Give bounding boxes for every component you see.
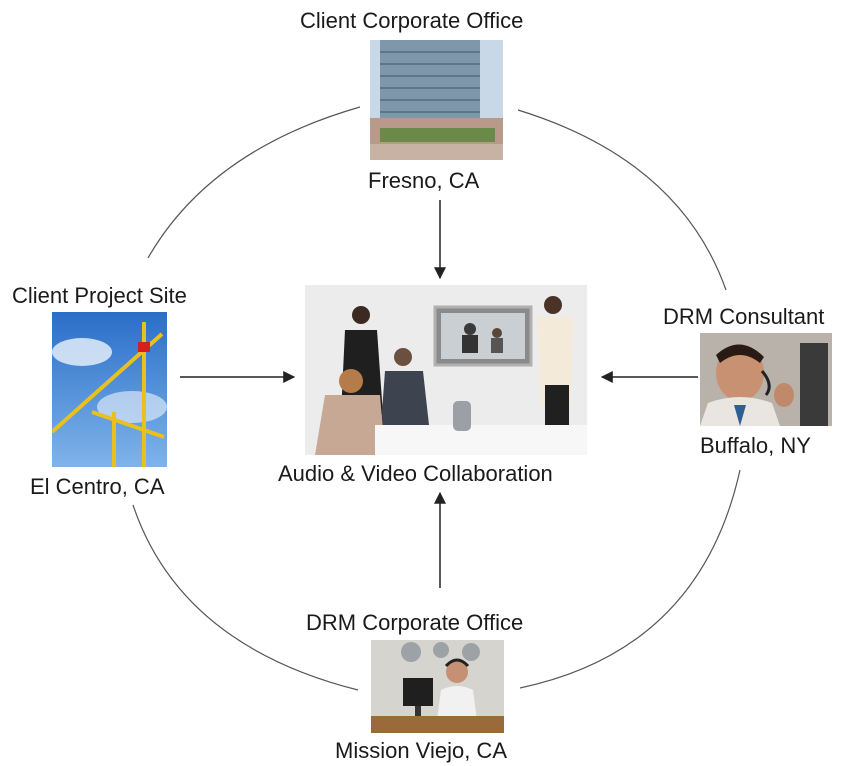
bottom-node-location: Mission Viejo, CA <box>335 738 507 763</box>
center-caption: Audio & Video Collaboration <box>278 461 553 486</box>
office-headset-photo <box>371 640 504 733</box>
consultant-headset-photo <box>700 333 832 426</box>
office-building-photo <box>370 40 503 160</box>
top-node-location: Fresno, CA <box>368 168 480 193</box>
right-node-title: DRM Consultant <box>663 304 825 329</box>
left-node-location: El Centro, CA <box>30 474 165 499</box>
construction-cranes-photo <box>52 312 167 467</box>
arc-bottom-right <box>519 469 741 689</box>
bottom-node-title: DRM Corporate Office <box>306 610 524 635</box>
right-node-location: Buffalo, NY <box>700 433 811 458</box>
video-conference-photo <box>305 285 587 455</box>
top-node-title: Client Corporate Office <box>300 8 524 33</box>
arc-bottom-left <box>132 504 359 691</box>
arc-top-left <box>147 106 361 259</box>
arc-top-right <box>517 109 727 291</box>
left-node-title: Client Project Site <box>12 283 187 308</box>
